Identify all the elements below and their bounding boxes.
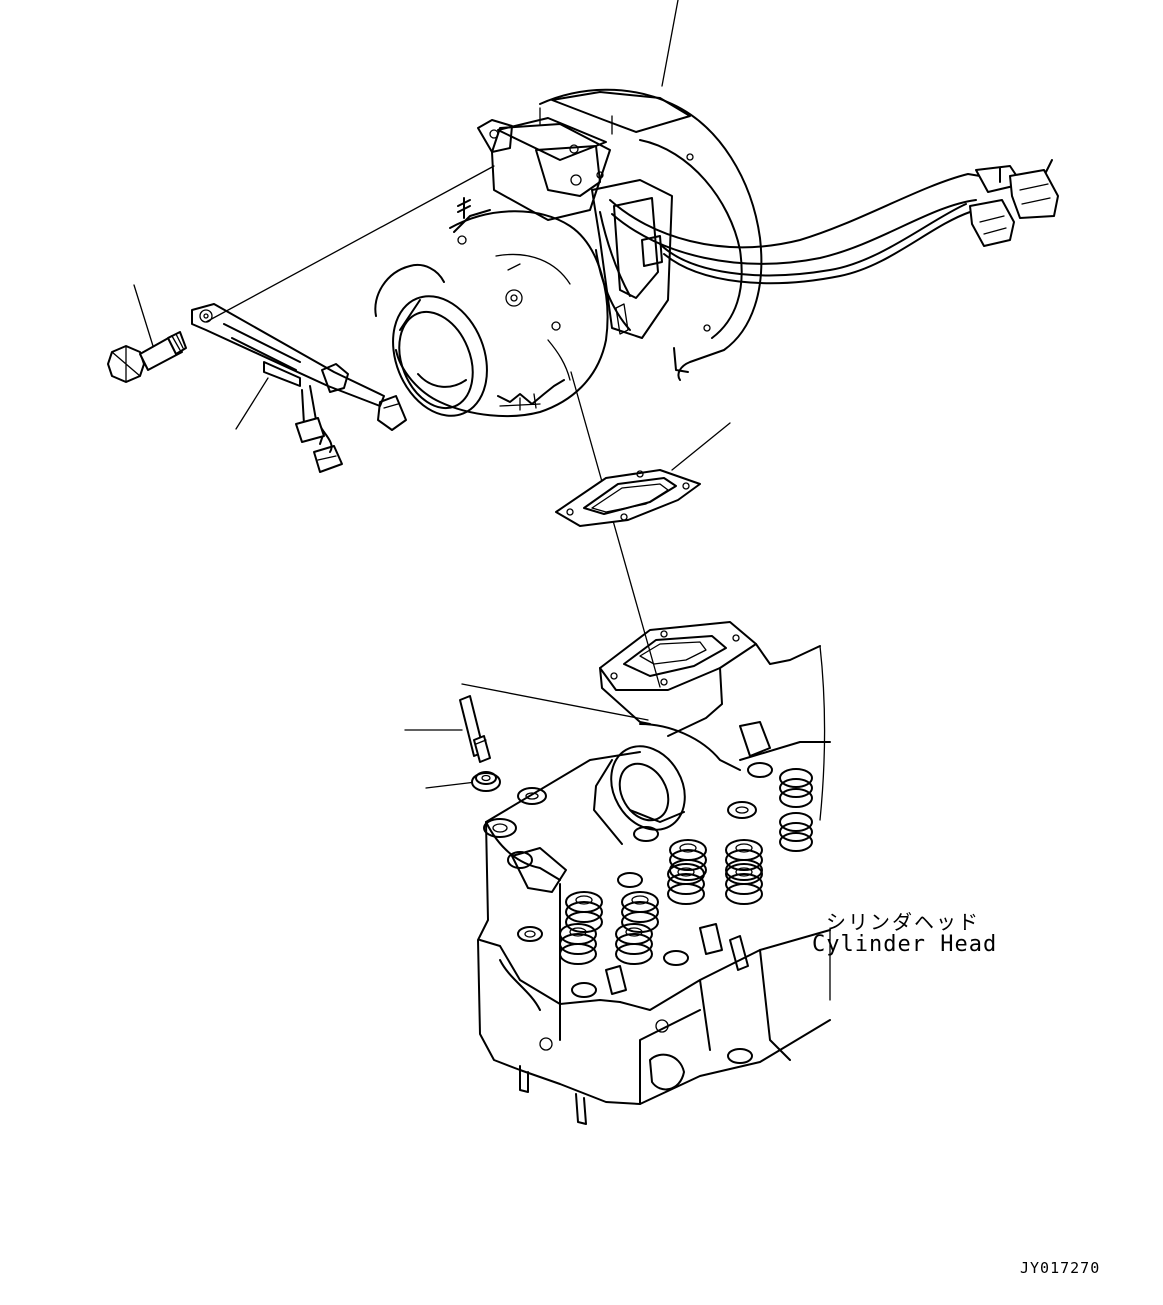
valve-spring-4 (615, 923, 653, 965)
mounting-bolt (107, 331, 187, 383)
leader-lines (133, 0, 731, 789)
centerline-stud (461, 683, 649, 721)
cylinder-head-label-jp: シリンダヘッド (826, 910, 980, 934)
bolt-boss-1 (517, 787, 547, 805)
bolt-boss-8 (663, 950, 689, 966)
bolt-boss-2 (483, 818, 517, 838)
bolt-boss-4 (747, 762, 773, 778)
exhaust-gasket (555, 469, 701, 527)
valve-spring-10 (779, 812, 813, 852)
bolt-boss-7 (617, 872, 643, 888)
leader-harness (235, 377, 269, 430)
bolt-boss-10 (727, 1048, 753, 1064)
bolt-boss-6 (633, 826, 659, 842)
valve-spring-7 (725, 839, 763, 881)
valve-spring-2 (559, 923, 597, 965)
valve-spring-8 (725, 863, 763, 905)
turbocharger-assembly (374, 88, 1059, 418)
leader-bolt (133, 284, 154, 347)
flange-nut (471, 771, 501, 792)
cylinder-head (477, 621, 831, 1125)
centerline-bolt (205, 165, 495, 323)
centerline-turbo-gasket (570, 371, 661, 688)
bolt-boss-3 (727, 801, 757, 819)
leader-nut (425, 781, 477, 789)
valve-spring-6 (667, 863, 705, 905)
drawing-number: JY017270 (1020, 1259, 1101, 1277)
valve-spring-1 (565, 891, 603, 933)
leader-turbocharger (661, 0, 679, 87)
stud-bolt (459, 695, 491, 763)
valve-spring-3 (621, 891, 659, 933)
bolt-boss-9 (571, 982, 597, 998)
cylinder-head-label-en: Cylinder Head (812, 932, 998, 957)
wiring-harness-bracket (191, 303, 407, 473)
bolt-boss-5 (517, 926, 543, 942)
leader-gasket (671, 422, 731, 471)
valve-spring-9 (779, 768, 813, 808)
